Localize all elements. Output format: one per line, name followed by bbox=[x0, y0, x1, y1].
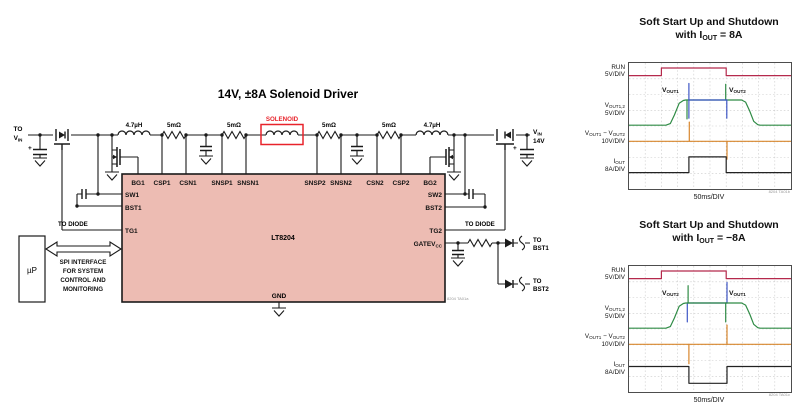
pin-label: CSN1 bbox=[179, 180, 197, 187]
solenoid-label: SOLENOID bbox=[266, 116, 299, 123]
pin-label: SNSP1 bbox=[211, 180, 233, 187]
mosfet-icon bbox=[113, 147, 121, 167]
to-vin-label: VIN bbox=[14, 135, 23, 143]
pin-label: BG1 bbox=[131, 180, 145, 187]
solenoid-icon bbox=[260, 123, 304, 146]
pin-label: BG2 bbox=[423, 180, 437, 187]
figure-watermark: 8204 TA01b bbox=[768, 189, 790, 194]
pin-label: TG2 bbox=[429, 228, 442, 235]
oscilloscope-grid bbox=[628, 265, 792, 393]
channel-label-vout12: VOUT1,2 5V/DIV bbox=[604, 305, 625, 321]
timebase-label: 50ms/DIV bbox=[693, 194, 725, 201]
scope-title: Soft Start Up and Shutdown bbox=[639, 16, 779, 28]
oscilloscope-grid bbox=[628, 62, 792, 190]
mosfet-icon bbox=[54, 129, 70, 150]
inductor-value: 4.7µH bbox=[424, 122, 441, 129]
schematic-title: 14V, ±8A Solenoid Driver bbox=[218, 87, 359, 101]
pin-label: CSP1 bbox=[154, 180, 171, 187]
plus-sign: + bbox=[28, 145, 32, 152]
to-bst2-label: BST2 bbox=[533, 286, 549, 293]
mosfet-icon bbox=[445, 147, 453, 167]
spi-label: FOR SYSTEM bbox=[63, 268, 103, 275]
trace-label-right: VOUT2 bbox=[729, 87, 746, 94]
solenoid-driver-schematic: + + bbox=[14, 87, 549, 317]
trace-run bbox=[629, 270, 791, 280]
wires bbox=[28, 134, 530, 308]
figure-watermark: 8204 TA01a bbox=[447, 296, 469, 301]
resistor-value: 5mΩ bbox=[322, 122, 336, 129]
figure-watermark: 8204 TA01c bbox=[768, 392, 790, 397]
offpage-connector-icon bbox=[518, 235, 526, 292]
vin-label: VIN bbox=[533, 129, 542, 137]
channel-label-vout12: VOUT1,2 5V/DIV bbox=[604, 102, 625, 118]
to-diode-label: TO DIODE bbox=[465, 221, 495, 228]
diode-icon bbox=[505, 238, 514, 248]
inductor-icon bbox=[117, 130, 449, 136]
to-bst2-label: TO bbox=[533, 278, 542, 285]
to-bst1-label: BST1 bbox=[533, 245, 549, 252]
pin-label: SW2 bbox=[428, 192, 442, 199]
plus-sign: + bbox=[513, 145, 517, 152]
trace-vout2 bbox=[629, 302, 791, 329]
channel-label-iout: IOUT 8A/DIV bbox=[605, 158, 625, 174]
resistor-value: 5mΩ bbox=[227, 122, 241, 129]
pin-label: CSP2 bbox=[393, 180, 410, 187]
trace-label-left: VOUT2 bbox=[662, 290, 679, 297]
channel-label-vdiff: VOUT1 − VOUT2 10V/DIV bbox=[584, 130, 625, 146]
channel-label-run: RUN 5V/DIV bbox=[605, 64, 625, 79]
pin-label: CSN2 bbox=[366, 180, 384, 187]
pin-label: SW1 bbox=[125, 192, 139, 199]
pin-label: BST1 bbox=[125, 205, 142, 212]
scope-title-line2: with IOUT = −8A bbox=[672, 232, 746, 245]
scope-title: Soft Start Up and Shutdown bbox=[639, 219, 779, 231]
spi-double-arrow-icon bbox=[44, 240, 123, 258]
trace-run bbox=[629, 67, 791, 77]
ic-body bbox=[121, 173, 446, 303]
to-diode-label: TO DIODE bbox=[58, 221, 88, 228]
trace-label-right: VOUT1 bbox=[729, 290, 746, 297]
pin-label: GND bbox=[272, 293, 287, 300]
diode-icon bbox=[505, 279, 514, 289]
spi-label: SPI INTERFACE bbox=[60, 259, 107, 266]
vin-value: 14V bbox=[533, 138, 545, 145]
spi-label: MONITORING bbox=[63, 286, 103, 293]
chip-name: LT8204 bbox=[271, 235, 295, 242]
channel-label-iout: IOUT 8A/DIV bbox=[605, 361, 625, 377]
microprocessor-box bbox=[18, 235, 46, 303]
inductor-value: 4.7µH bbox=[126, 122, 143, 129]
trace-label-left: VOUT1 bbox=[662, 87, 679, 94]
scope-plot-iout-neg-8a: Soft Start Up and Shutdown with IOUT = −… bbox=[565, 215, 800, 414]
scope-title-line2: with IOUT = 8A bbox=[675, 29, 743, 42]
junction-dots bbox=[38, 133, 529, 245]
pin-label: TG1 bbox=[125, 228, 138, 235]
channel-label-vdiff: VOUT1 − VOUT2 10V/DIV bbox=[584, 333, 625, 349]
mosfet-icon bbox=[496, 129, 514, 150]
pin-label: BST2 bbox=[425, 205, 442, 212]
pin-label: GATEVCC bbox=[414, 241, 443, 249]
channel-label-run: RUN 5V/DIV bbox=[605, 267, 625, 282]
scope-plot-iout-8a: Soft Start Up and Shutdown with IOUT = 8… bbox=[565, 12, 800, 212]
resistor-value: 5mΩ bbox=[382, 122, 396, 129]
resistor-icon bbox=[161, 130, 493, 248]
spi-label: CONTROL AND bbox=[60, 277, 106, 284]
pin-label: SNSN2 bbox=[330, 180, 352, 187]
to-bst1-label: TO bbox=[533, 237, 542, 244]
capacitor-icon bbox=[33, 145, 534, 256]
timebase-label: 50ms/DIV bbox=[693, 397, 725, 404]
resistor-value: 5mΩ bbox=[167, 122, 181, 129]
ground-icon bbox=[33, 155, 534, 317]
pin-label: SNSP2 bbox=[304, 180, 326, 187]
trace-iout bbox=[629, 156, 791, 174]
pin-label: SNSN1 bbox=[237, 180, 259, 187]
trace-iout bbox=[629, 365, 791, 384]
microprocessor-label: µP bbox=[27, 266, 37, 275]
to-vin-label: TO bbox=[14, 126, 23, 133]
